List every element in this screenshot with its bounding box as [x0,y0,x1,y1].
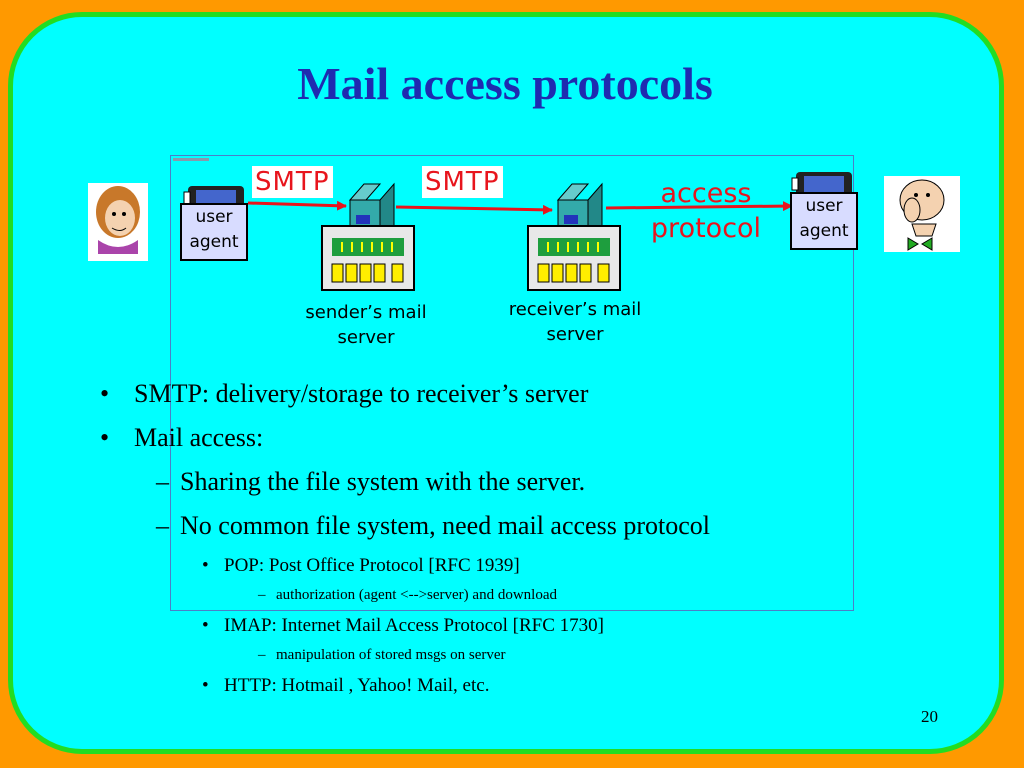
access-protocol-line1: access [660,178,752,209]
user-agent-left-line2: agent [189,232,239,252]
page-number: 20 [921,707,938,726]
receiver-mail-server-icon [527,182,621,291]
receiver-server-line1: receiver’s mail [508,299,642,320]
right-person-icon [884,176,960,252]
sender-server-line2: server [337,327,395,348]
user-agent-left-line1: user [195,207,233,227]
bullet-smtp: SMTP: delivery/storage to receiver’s ser… [100,372,920,416]
slide-title: Mail access protocols [297,58,713,109]
bullet-imap: IMAP: Internet Mail Access Protocol [RFC… [100,610,920,642]
sender-server-line1: sender’s mail [305,302,427,323]
access-protocol-label: access protocol [636,176,776,246]
user-agent-left: user agent [180,203,248,261]
bullet-pop-detail: authorization (agent <-->server) and dow… [100,582,920,608]
bullet-shared-fs: Sharing the file system with the server. [100,460,920,504]
bullet-no-common-fs: No common file system, need mail access … [100,504,920,548]
bullet-list: SMTP: delivery/storage to receiver’s ser… [100,372,920,702]
right-computer-icon [791,172,852,198]
frame-caption-mark [173,158,209,161]
left-person-icon [88,183,148,261]
access-protocol-line2: protocol [650,213,762,244]
smtp-label-1: SMTP [252,166,333,198]
bullet-mail-access: Mail access: [100,416,920,460]
user-agent-right-line1: user [805,196,843,216]
receiver-server-label: receiver’s mail server [492,297,658,347]
sender-mail-server-icon [321,182,415,291]
smtp-arrow-2 [395,204,553,215]
bullet-imap-detail: manipulation of stored msgs on server [100,642,920,668]
receiver-server-line2: server [546,324,604,345]
user-agent-right: user agent [790,192,858,250]
bullet-pop: POP: Post Office Protocol [RFC 1939] [100,550,920,582]
access-protocol-arrow [605,201,793,212]
sender-server-label: sender’s mail server [288,300,444,350]
smtp-label-2: SMTP [422,166,503,198]
smtp-arrow-1 [247,200,347,211]
bullet-http: HTTP: Hotmail , Yahoo! Mail, etc. [100,670,920,702]
user-agent-right-line2: agent [799,221,849,241]
